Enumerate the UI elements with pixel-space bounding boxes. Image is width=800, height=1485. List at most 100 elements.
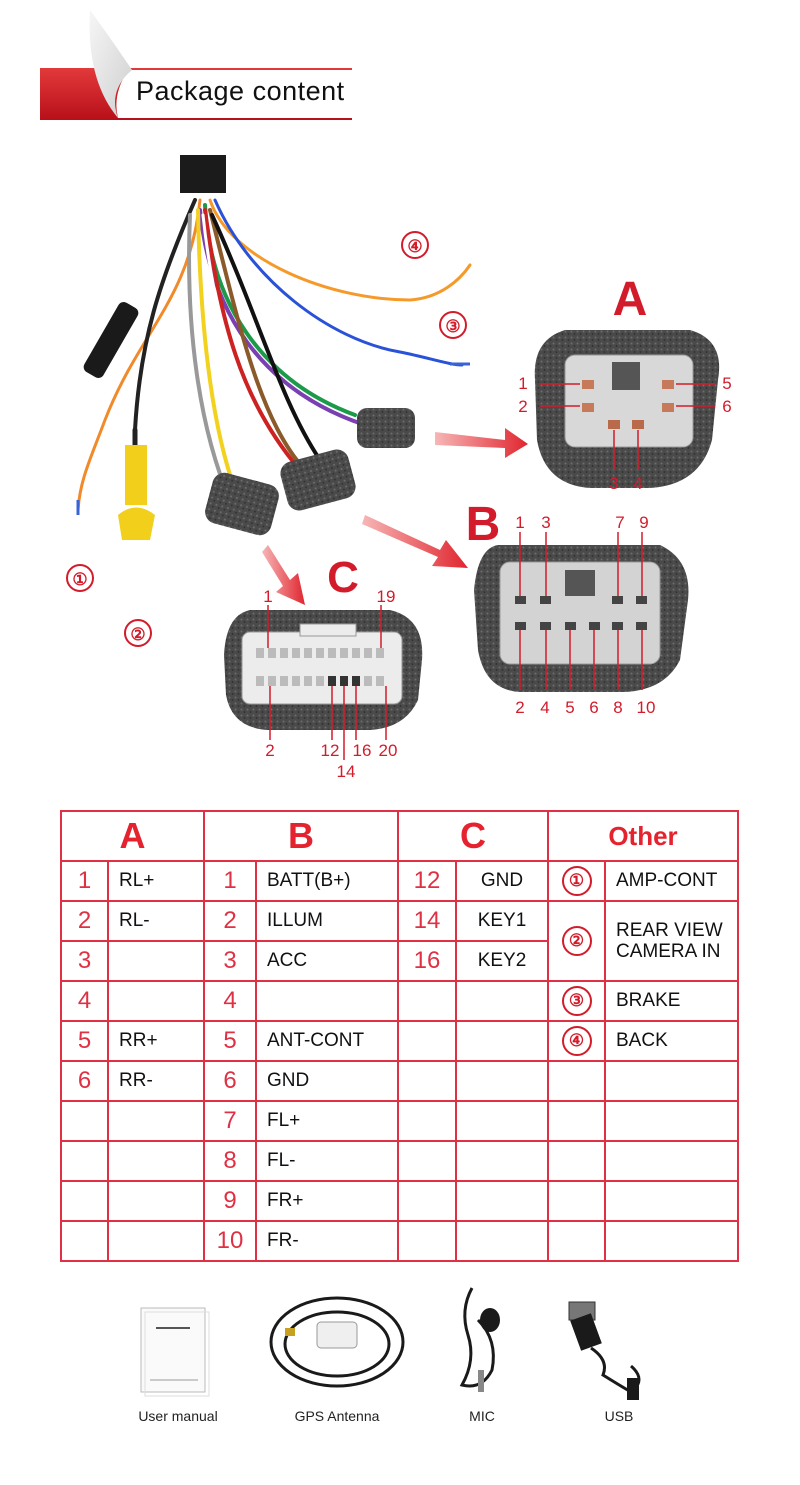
b-pin-2: 2 [515, 698, 524, 717]
a-label: RR- [107, 1060, 205, 1102]
other-label: REAR VIEW CAMERA IN [604, 900, 739, 982]
harness-callouts: ④ ③ ① ② [66, 231, 467, 647]
callout-3: ③ [445, 317, 460, 336]
table-header-row: A B C Other [60, 810, 739, 862]
b-num: 9 [203, 1180, 257, 1222]
connector-c-letter: C [327, 553, 359, 602]
c-pin-16: 16 [353, 741, 372, 760]
c-label [455, 980, 549, 1022]
table-row: 7 FL+ [60, 1100, 739, 1142]
other-num [547, 1100, 606, 1142]
table-row: 5 RR+ 5 ANT-CONT ④ BACK [60, 1020, 739, 1062]
arrow-to-a [435, 428, 528, 458]
connector-a-letter: A [613, 273, 648, 326]
b-pin-7: 7 [615, 513, 624, 532]
c-pin-14: 14 [337, 762, 356, 781]
c-pin-19: 19 [377, 587, 396, 606]
table-row: 1 RL+ 1 BATT(B+) 12 GND ① AMP-CONT [60, 860, 739, 902]
b-label: ACC [255, 940, 399, 982]
usb-cable-icon [568, 1301, 641, 1400]
b-num: 1 [203, 860, 257, 902]
circled-number: ③ [561, 986, 592, 1016]
a-pin-2: 2 [518, 397, 527, 416]
a-num: 4 [60, 980, 109, 1022]
c-label [455, 1180, 549, 1222]
accessory-label: MIC [469, 1408, 495, 1424]
table-row: 8 FL- [60, 1140, 739, 1182]
a-label: RL+ [107, 860, 205, 902]
harness-plug [180, 155, 226, 193]
other-label [604, 1060, 739, 1102]
b-num: 7 [203, 1100, 257, 1142]
connector-boot-b [280, 449, 356, 511]
a-num [60, 1220, 109, 1262]
b-label: ILLUM [255, 900, 399, 942]
b-pin-4: 4 [540, 698, 549, 717]
circled-number: ④ [561, 1026, 592, 1056]
c-num [397, 1180, 457, 1222]
other-label: BACK [604, 1020, 739, 1062]
a-num: 5 [60, 1020, 109, 1062]
rca-camera-plug [125, 445, 147, 505]
page-title: Package content [136, 76, 345, 106]
microphone-icon [459, 1287, 500, 1392]
c-pin-1: 1 [263, 587, 272, 606]
header-b: B [203, 810, 399, 862]
a-num [60, 1180, 109, 1222]
b-num: 5 [203, 1020, 257, 1062]
accessory-label: User manual [138, 1408, 218, 1424]
table-row: 10 FR- [60, 1220, 739, 1262]
arrow-to-b [362, 515, 468, 568]
pinout-table: A B C Other 1 RL+ 1 BATT(B+) 12 GND ① AM… [60, 810, 739, 1262]
header-other: Other [547, 810, 739, 862]
b-label: FL+ [255, 1100, 399, 1142]
connector-boot-c [205, 472, 279, 536]
other-label [604, 1140, 739, 1182]
c-pin-12: 12 [321, 741, 340, 760]
c-label: KEY2 [455, 940, 549, 982]
c-label [455, 1220, 549, 1262]
a-label: RR+ [107, 1020, 205, 1062]
c-label [455, 1100, 549, 1142]
c-label [455, 1140, 549, 1182]
callout-4: ④ [407, 237, 422, 256]
c-label: GND [455, 860, 549, 902]
a-label: RL- [107, 900, 205, 942]
accessory-mic: MIC [402, 1280, 562, 1460]
c-num [397, 1060, 457, 1102]
c-label: KEY1 [455, 900, 549, 942]
other-num [547, 1140, 606, 1182]
accessory-label: USB [604, 1408, 634, 1424]
accessory-usb: USB [539, 1280, 699, 1460]
table-row: 9 FR+ [60, 1180, 739, 1222]
banner-graphic [40, 10, 352, 120]
c-num [397, 980, 457, 1022]
connector-b: B 1 3 7 9 2 4 5 6 8 10 [466, 498, 689, 717]
other-label [604, 1180, 739, 1222]
a-label [107, 1180, 205, 1222]
b-num: 10 [203, 1220, 257, 1262]
c-num [397, 1140, 457, 1182]
b-label: FL- [255, 1140, 399, 1182]
accessory-gps-antenna: GPS Antenna [257, 1280, 417, 1460]
header-banner: Package content [0, 0, 800, 130]
b-label: GND [255, 1060, 399, 1102]
table-row: 2 RL- 2 ILLUM 14 KEY1 ② REAR VIEW CAMERA… [60, 900, 739, 982]
b-label [255, 980, 399, 1022]
c-num: 16 [397, 940, 457, 982]
a-label [107, 980, 205, 1022]
b-num: 4 [203, 980, 257, 1022]
b-pin-1: 1 [515, 513, 524, 532]
callout-1: ① [72, 570, 87, 589]
a-label [107, 1220, 205, 1262]
b-label: FR- [255, 1220, 399, 1262]
other-num: ① [547, 860, 606, 902]
c-num [397, 1220, 457, 1262]
harness-wires [76, 198, 472, 512]
b-pin-10: 10 [637, 698, 656, 717]
circled-number: ② [561, 926, 592, 956]
other-num: ② [547, 900, 606, 982]
c-num: 12 [397, 860, 457, 902]
table-row: 6 RR- 6 GND [60, 1060, 739, 1102]
manual-icon [140, 1307, 210, 1397]
